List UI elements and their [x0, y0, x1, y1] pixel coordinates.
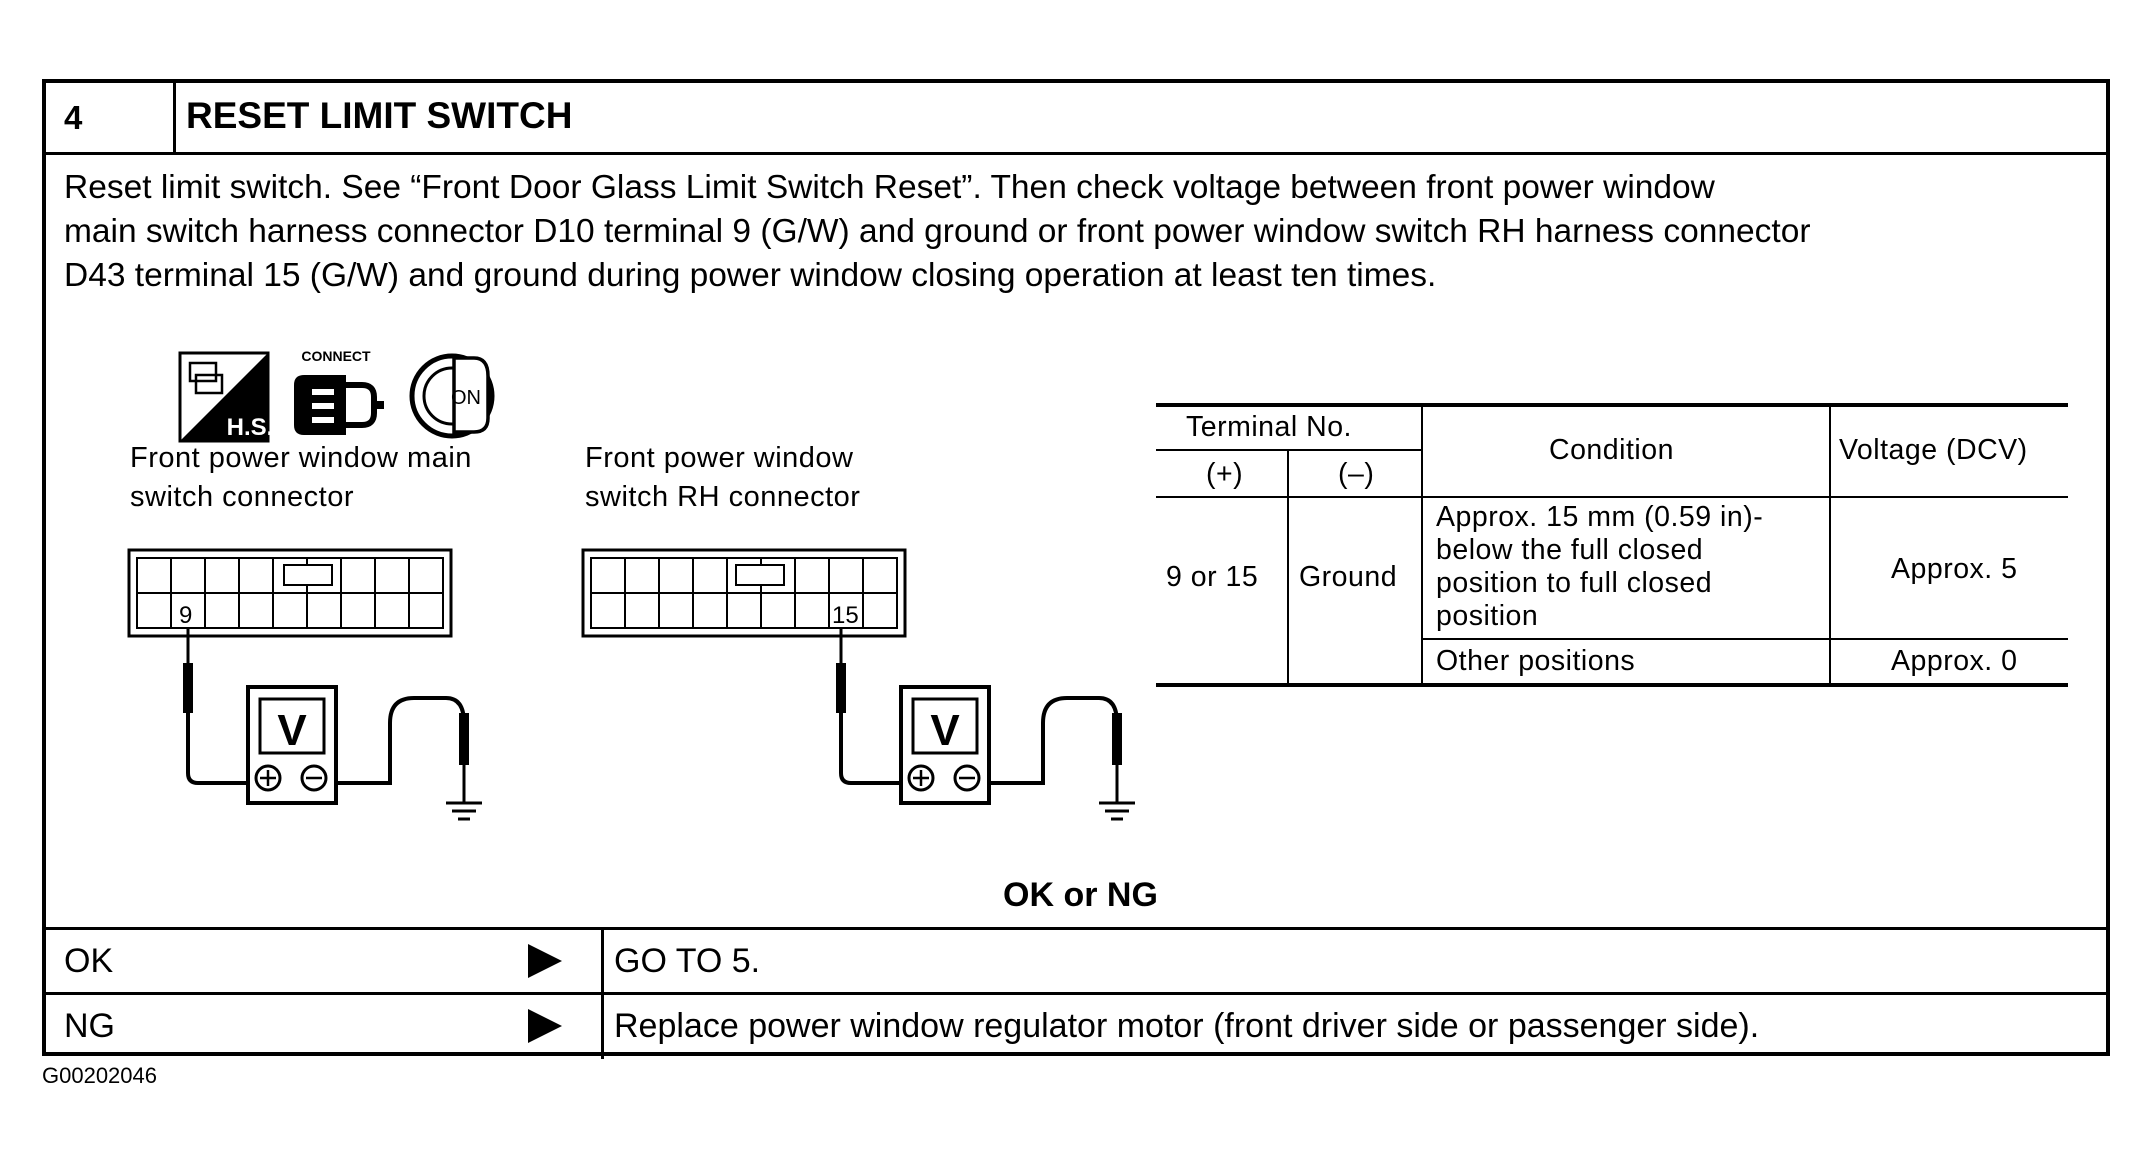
instruction-line: main switch harness connector D10 termin… — [64, 213, 1811, 250]
row-divider — [601, 995, 604, 1059]
table-rule — [1287, 449, 1289, 685]
arrow-right-icon — [528, 944, 562, 978]
left-caption-line: switch connector — [130, 481, 354, 513]
result-action: GO TO 5. — [614, 942, 761, 980]
table-rule — [1829, 403, 1831, 685]
instruction-line: D43 terminal 15 (G/W) and ground during … — [64, 257, 1437, 294]
hs-label: H.S. — [227, 414, 270, 441]
left-meter-label: V — [277, 706, 307, 755]
step-header: 4 RESET LIMIT SWITCH — [46, 83, 2106, 155]
left-terminal-label: 9 — [179, 602, 192, 629]
figure-id: G00202046 — [42, 1063, 157, 1088]
right-connector-caption: Front power window switch RH connector — [585, 439, 860, 517]
result-action: Replace power window regulator motor (fr… — [614, 1007, 1760, 1045]
left-probe-circuit: V — [183, 628, 482, 821]
header-divider — [173, 83, 176, 152]
cell-condition-1: Approx. 15 mm (0.59 in)- below the full … — [1436, 501, 1763, 633]
right-meter-label: V — [930, 706, 960, 755]
table-rule — [1156, 449, 1422, 451]
right-connector: 15 — [581, 548, 907, 638]
connect-label: CONNECT — [301, 348, 371, 364]
step-title: RESET LIMIT SWITCH — [186, 95, 573, 136]
row-divider — [601, 930, 604, 994]
header-condition: Condition — [1549, 434, 1674, 466]
result-row-ng: NG Replace power window regulator motor … — [46, 992, 2106, 1059]
right-caption-line: switch RH connector — [585, 481, 861, 513]
result-prompt-text: OK or NG — [1003, 876, 1158, 914]
cell-minus-terminal: Ground — [1299, 561, 1398, 593]
result-label: OK — [64, 942, 114, 980]
table-rule — [1156, 403, 2068, 407]
instruction-text: Reset limit switch. See “Front Door Glas… — [64, 166, 2104, 298]
right-caption-line: Front power window — [585, 442, 854, 474]
header-terminal-no: Terminal No. — [1186, 411, 1352, 443]
ignition-on-icon: ON — [409, 353, 495, 439]
step-number: 4 — [64, 99, 83, 136]
result-label: NG — [64, 1007, 115, 1045]
table-rule — [1421, 403, 1423, 685]
voltage-spec-table: Terminal No. (+) (–) Condition Voltage (… — [1156, 403, 2068, 687]
right-terminal-label: 15 — [832, 602, 859, 629]
table-rule — [1156, 496, 2068, 498]
ignition-label: ON — [451, 387, 481, 409]
header-voltage: Voltage (DCV) — [1839, 434, 2028, 466]
header-minus: (–) — [1338, 458, 1375, 490]
right-probe-circuit: V — [836, 628, 1135, 821]
wiring-diagram: 9 V — [127, 548, 1135, 821]
table-rule — [1422, 638, 2068, 640]
left-caption-line: Front power window main — [130, 442, 472, 474]
left-connector: 9 — [127, 548, 453, 638]
cell-voltage-2: Approx. 0 — [1891, 645, 2018, 677]
inspection-step-box: 4 RESET LIMIT SWITCH Reset limit switch.… — [42, 79, 2110, 1059]
cell-voltage-1: Approx. 5 — [1891, 553, 2018, 585]
result-row-ok: OK GO TO 5. — [46, 927, 2106, 994]
table-rule — [1156, 683, 2068, 687]
condition-line: Approx. 15 mm (0.59 in)- — [1436, 501, 1764, 533]
cell-plus-terminal: 9 or 15 — [1166, 561, 1259, 593]
instruction-line: Reset limit switch. See “Front Door Glas… — [64, 169, 1715, 206]
header-plus: (+) — [1206, 458, 1244, 490]
harness-side-icon: H.S. — [178, 351, 270, 443]
condition-line: position to full closed — [1436, 567, 1713, 599]
left-connector-caption: Front power window main switch connector — [130, 439, 472, 517]
condition-line: position — [1436, 600, 1539, 632]
cell-condition-2: Other positions — [1436, 645, 1636, 677]
connect-icon: CONNECT — [294, 348, 384, 435]
arrow-right-icon — [528, 1009, 562, 1043]
condition-line: below the full closed — [1436, 534, 1704, 566]
